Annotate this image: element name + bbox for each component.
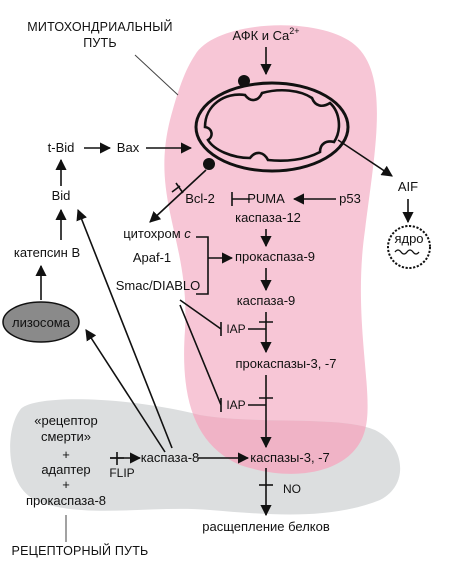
plus-sign-2: + [62, 477, 70, 492]
pathway-arrows [35, 47, 414, 517]
bax-label: Bax [117, 140, 140, 155]
apaf1-label: Apaf-1 [133, 250, 171, 265]
arrow-caspase8-to-lysosome [85, 329, 166, 453]
bid-label: Bid [52, 188, 71, 203]
ros-calcium-label: АФК и Ca2+ [232, 26, 299, 43]
puma-inhibits-bcl2 [231, 192, 250, 206]
nucleus-label: ядро [394, 231, 423, 246]
procaspases-3-7-label: прокаспазы-3, -7 [236, 356, 337, 371]
iap-inhibits-caspases [248, 397, 273, 406]
arrow-mitochondrion-to-cytochrome [149, 169, 207, 223]
procaspase-9-label: прокаспаза-9 [235, 249, 315, 264]
puma-label: PUMA [247, 191, 285, 206]
arrow-apoptosome-to-procaspase9 [196, 236, 232, 295]
p53-label: p53 [339, 191, 361, 206]
flip-inhibits-caspase8 [110, 452, 124, 465]
death-receptor-label-line2: смерти» [41, 429, 91, 444]
aif-label: AIF [398, 179, 418, 194]
no-label: NO [283, 482, 301, 496]
caspase-9-label: каспаза-9 [237, 293, 296, 308]
mitochondrion [194, 75, 350, 173]
death-receptor-label-line1: «рецептор [34, 413, 98, 428]
lysosome-label: лизосома [12, 315, 71, 330]
tbid-label: t-Bid [48, 140, 75, 155]
adapter-label: адаптер [41, 462, 90, 477]
cathepsin-b-label: катепсин В [14, 245, 80, 260]
flip-label: FLIP [109, 466, 134, 480]
iap-label-1: IAP [226, 322, 245, 336]
caspase-12-label: каспаза-12 [235, 210, 301, 225]
inhibition-lines [110, 182, 273, 486]
arrow-mitochondrion-to-aif [337, 139, 393, 177]
receptor-pathway-title: РЕЦЕПТОРНЫЙ ПУТЬ [12, 543, 149, 558]
caspase-8-label: каспаза-8 [141, 450, 200, 465]
mitochondrial-pathway-region [164, 25, 377, 474]
iap-label-2: IAP [226, 398, 245, 412]
title-leader-line [134, 54, 179, 96]
smac-diablo-label: Smac/DIABLO [116, 278, 201, 293]
smac-inhibits-iap-1 [179, 299, 222, 336]
bcl2-inhibits-release [171, 182, 184, 194]
arrow-caspase8-to-bid [76, 208, 173, 449]
mitochondrial-pathway-title-line1: МИТОХОНДРИАЛЬНЫЙ [27, 19, 172, 34]
lysosome [2, 301, 80, 343]
cytochrome-c-label: цитохром c [123, 226, 191, 241]
protein-cleavage-label: расщепление белков [202, 519, 330, 534]
nucleus [387, 225, 431, 269]
mitochondrial-pathway-title-line2: ПУТЬ [83, 36, 117, 50]
smac-inhibits-iap-2 [179, 304, 222, 412]
iap-inhibits-caspase9 [248, 321, 273, 330]
plus-sign-1: + [62, 447, 70, 462]
bcl2-label: Bcl-2 [185, 191, 215, 206]
procaspase-8-label: прокаспаза-8 [26, 493, 106, 508]
caspases-3-7-label: каспазы-3, -7 [250, 450, 329, 465]
